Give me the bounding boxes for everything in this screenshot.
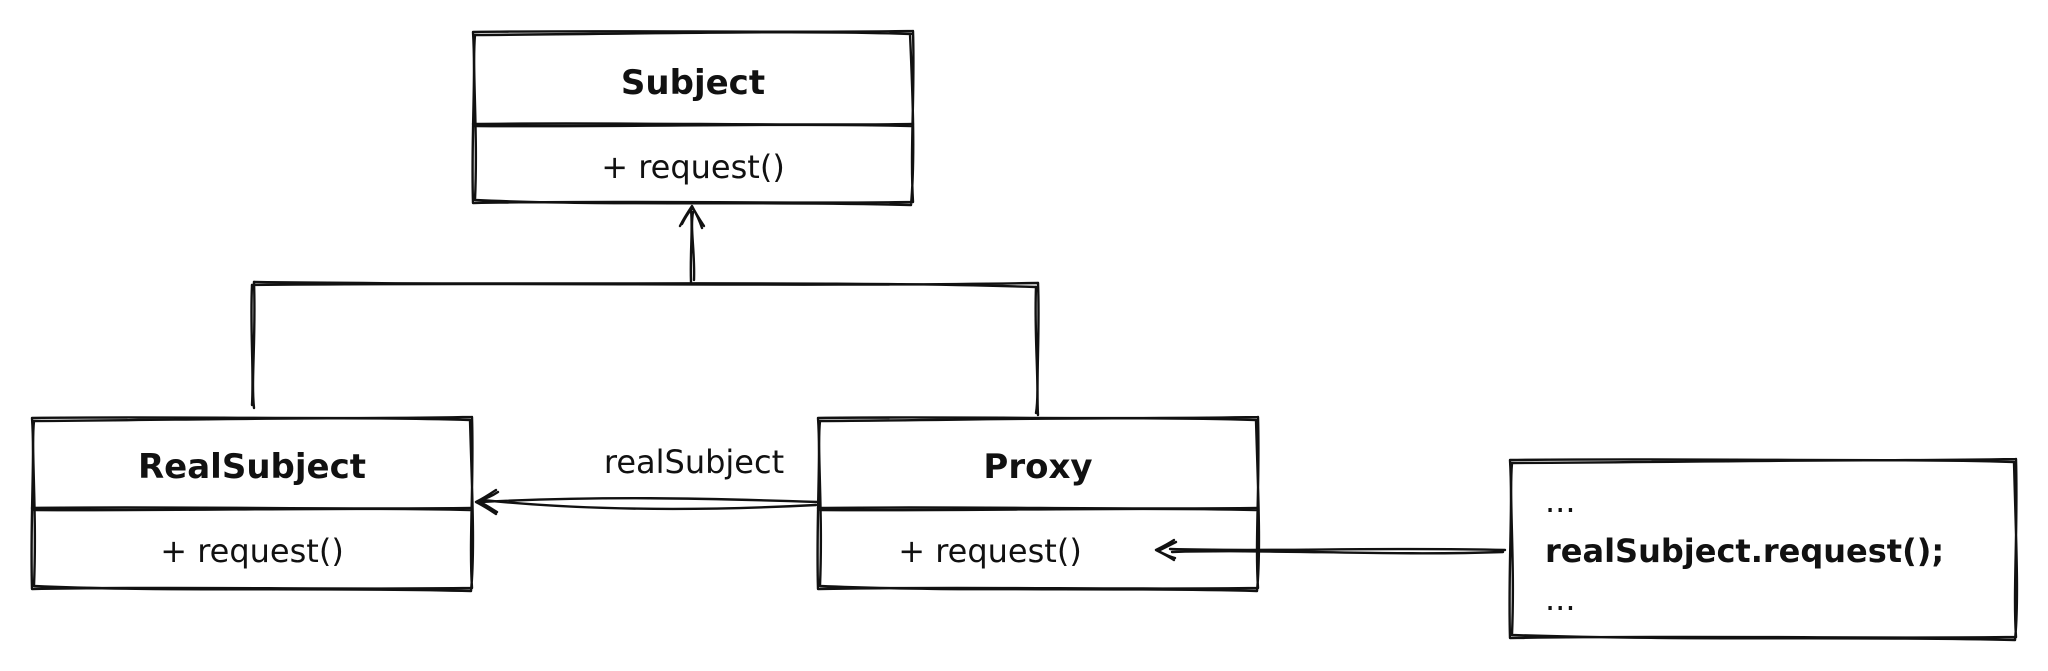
class-proxy-method: + request() <box>898 532 1082 570</box>
class-subject-name: Subject <box>621 63 765 103</box>
note-connector <box>1154 538 1507 562</box>
class-subject-border <box>471 29 915 207</box>
association-arrowhead <box>474 488 500 516</box>
inheritance-left-drop <box>250 280 256 410</box>
class-real-subject-divider <box>30 506 474 512</box>
note-connector-arrowhead <box>1154 538 1178 562</box>
class-real-subject[interactable]: RealSubject + request() <box>30 415 475 593</box>
note-border <box>1508 457 2019 642</box>
class-proxy-name: Proxy <box>983 447 1092 487</box>
note-box[interactable]: ... realSubject.request(); ... <box>1508 457 2019 642</box>
inheritance-connector <box>250 204 1040 417</box>
class-subject[interactable]: Subject + request() <box>471 29 915 207</box>
class-real-subject-name: RealSubject <box>138 447 366 487</box>
note-line-1: ... <box>1545 482 1576 520</box>
class-proxy-divider <box>816 506 1260 512</box>
inheritance-horizontal-line <box>250 280 1040 289</box>
inheritance-right-drop <box>1034 281 1040 417</box>
association-line <box>478 497 820 511</box>
note-connector-line <box>1168 547 1507 555</box>
inheritance-arrowhead <box>678 204 706 230</box>
association-proxy-to-realsubject: realSubject <box>474 443 820 516</box>
class-proxy[interactable]: Proxy + request() <box>816 415 1261 593</box>
class-real-subject-method: + request() <box>160 532 344 570</box>
class-subject-method: + request() <box>601 148 785 186</box>
class-subject-divider <box>471 122 915 128</box>
note-line-2: realSubject.request(); <box>1545 532 1944 570</box>
inheritance-trunk-line <box>689 208 696 284</box>
note-line-3: ... <box>1545 580 1576 618</box>
association-label: realSubject <box>604 443 784 481</box>
